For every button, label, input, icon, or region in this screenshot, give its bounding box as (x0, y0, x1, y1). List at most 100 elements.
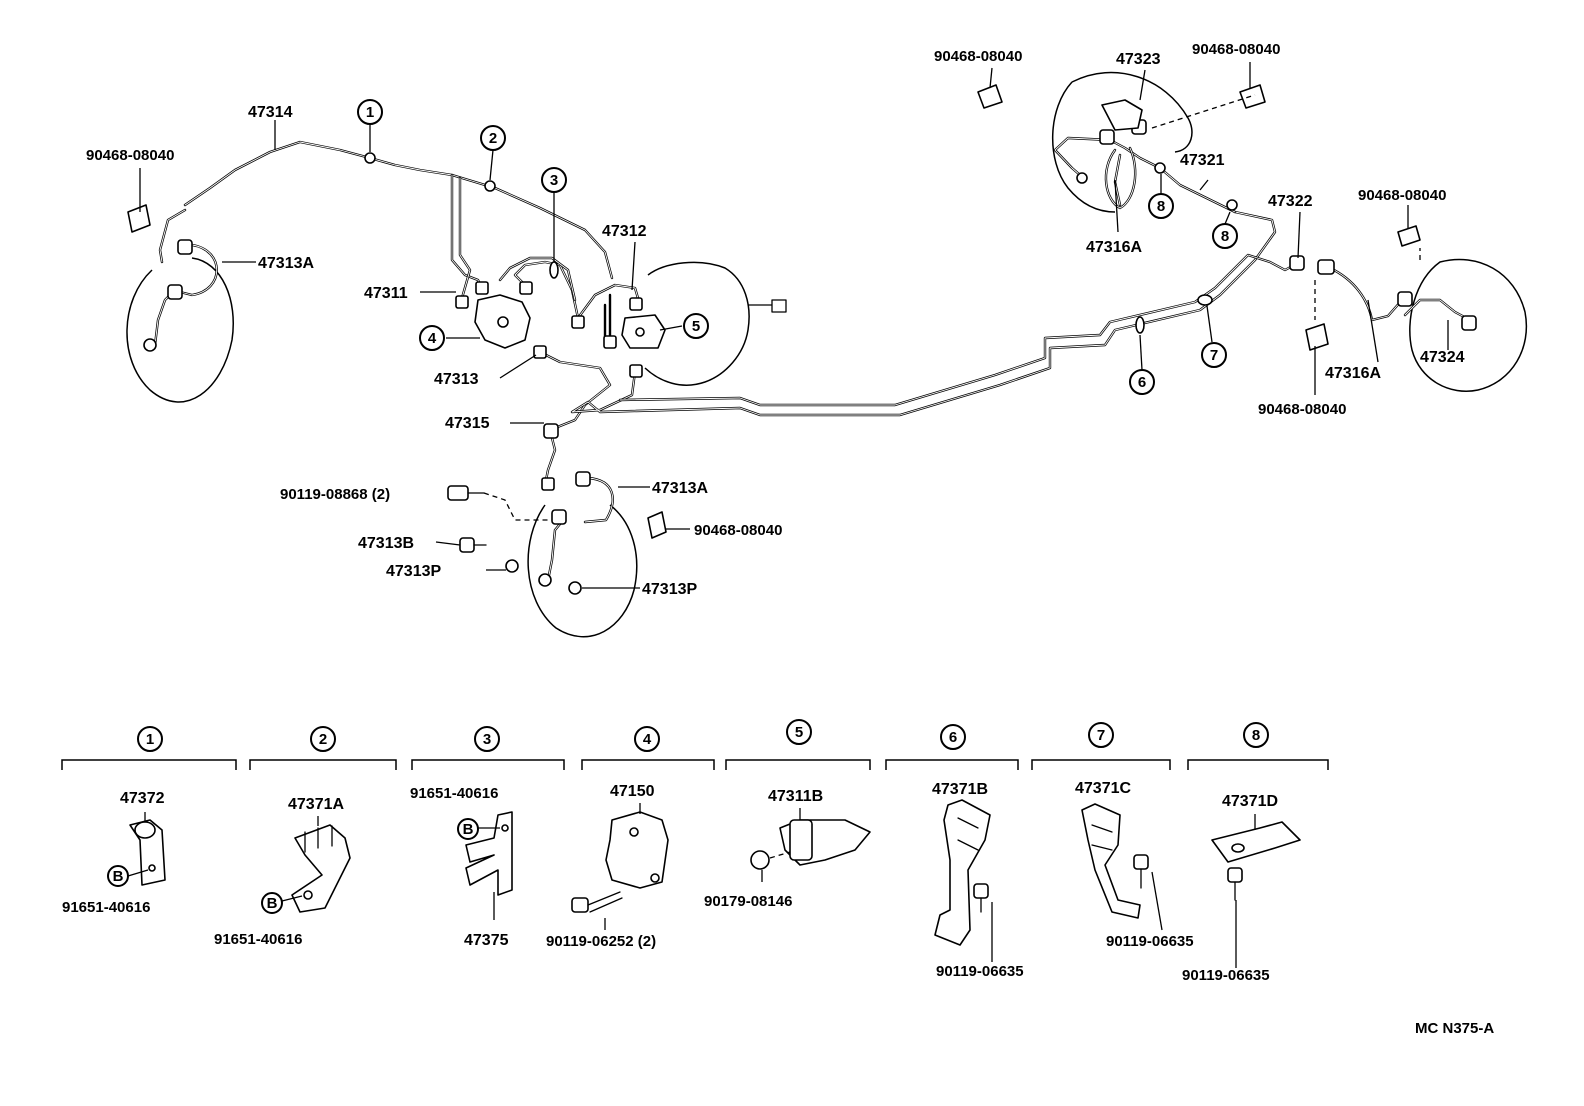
clamp-47371C-icon (1081, 803, 1141, 919)
part-label-47313B: 47313B (358, 535, 414, 552)
detail-label-90119-06252: 90119-06252 (2) (546, 933, 656, 950)
callout-5: 5 (683, 313, 709, 339)
part-label-90468-08040-rr2: 90468-08040 (1258, 401, 1346, 418)
callout-number: 4 (428, 330, 437, 347)
clip-front-right (647, 511, 667, 539)
main-part-labels: 47314 90468-08040 47313A 47311 47313 473… (86, 41, 1465, 598)
part-label-47321: 47321 (1180, 152, 1225, 169)
detail-number-3: 3 (483, 731, 491, 748)
clamp-47371D-icon (1211, 821, 1301, 863)
part-label-47314: 47314 (248, 104, 293, 121)
detail-group-2: 2 47371A B 91651-40616 (214, 726, 351, 948)
part-label-47311: 47311 (364, 285, 408, 302)
part-label-47312: 47312 (602, 223, 647, 240)
callout-number: 5 (692, 318, 700, 335)
detail-group-1: 1 47372 B 91651-40616 (62, 726, 166, 916)
detail-label-47150: 47150 (610, 783, 655, 800)
front-left-brake-outline (126, 257, 234, 403)
callout-number: 1 (366, 104, 374, 121)
detail-brackets (61, 759, 1329, 770)
clip-icons (127, 84, 1421, 539)
detail-label-47371D: 47371D (1222, 793, 1278, 810)
detail-number-4: 4 (643, 731, 652, 748)
clip-rear-top-left (977, 84, 1003, 109)
detail-label-90119-06635-g8: 90119-06635 (1182, 967, 1270, 984)
marker-B-1: B (113, 868, 124, 885)
callout-number: 8 (1221, 228, 1229, 245)
detail-group-3: 3 91651-40616 B 47375 (410, 726, 513, 949)
detail-label-91651-40616-g3: 91651-40616 (410, 785, 498, 802)
detail-group-8: 8 47371D 90119-06635 (1182, 722, 1301, 984)
detail-group-6: 6 47371B 90119-06635 (932, 724, 1024, 980)
detail-number-1: 1 (146, 731, 154, 748)
part-label-47322: 47322 (1268, 193, 1313, 210)
valve-47150-icon (605, 811, 669, 889)
detail-label-90119-06635-g7: 90119-06635 (1106, 933, 1194, 950)
callout-4: 4 (419, 325, 445, 351)
detail-label-91651-40616-g2: 91651-40616 (214, 931, 302, 948)
detail-label-47371A: 47371A (288, 796, 344, 813)
callout-number: 8 (1157, 198, 1165, 215)
master-cylinder-valve (621, 314, 666, 349)
callout-number: 7 (1210, 347, 1218, 364)
part-label-90119-08868: 90119-08868 (2) (280, 486, 390, 503)
part-label-90468-08040-rt2: 90468-08040 (1192, 41, 1280, 58)
part-label-47316A-rr: 47316A (1325, 365, 1381, 382)
callout-7: 7 (1201, 342, 1227, 368)
part-label-47323: 47323 (1116, 51, 1161, 68)
callout-number: 6 (1138, 374, 1146, 391)
clamp-47375-icon (465, 811, 513, 896)
callout-number: 2 (489, 130, 497, 147)
detail-number-2: 2 (319, 731, 327, 748)
clip-front-left (127, 204, 151, 233)
detail-label-47371B: 47371B (932, 781, 988, 798)
marker-B-3: B (463, 821, 474, 838)
detail-label-90179-08146: 90179-08146 (704, 893, 792, 910)
part-label-47313P-r: 47313P (642, 581, 697, 598)
part-label-47313: 47313 (434, 371, 479, 388)
callout-2: 2 (480, 125, 506, 151)
callout-number: 3 (550, 172, 558, 189)
callout-8-b: 8 (1212, 223, 1238, 249)
detail-number-7: 7 (1097, 727, 1105, 744)
proportioning-valve (474, 294, 531, 349)
clip-rear-right-top (1397, 225, 1421, 247)
part-label-47313A-fr: 47313A (652, 480, 708, 497)
front-right-brake-outline (527, 504, 638, 638)
diagram-code: MC N375-A (1415, 1020, 1494, 1037)
part-label-47324: 47324 (1420, 349, 1465, 366)
detail-number-8: 8 (1252, 727, 1260, 744)
fittings (143, 119, 1477, 587)
bracket-47323 (1101, 99, 1143, 131)
part-label-47316A-rl: 47316A (1086, 239, 1142, 256)
detail-label-47371C: 47371C (1075, 780, 1131, 797)
part-label-90468-08040-fl: 90468-08040 (86, 147, 174, 164)
clip-rear-top-right (1239, 84, 1266, 109)
detail-group-4: 4 47150 90119-06252 (2) (546, 726, 669, 950)
tube-joints (364, 152, 1238, 334)
main-tubing (153, 136, 1472, 582)
detail-group-7: 7 47371C 90119-06635 (1075, 722, 1194, 950)
rear-left-drum-outline (1052, 71, 1193, 213)
detail-label-47372: 47372 (120, 790, 165, 807)
rear-right-drum-outline (1409, 258, 1527, 392)
marker-B-2: B (267, 895, 278, 912)
part-label-90468-08040-rr1: 90468-08040 (1358, 187, 1446, 204)
callout-3: 3 (541, 167, 567, 193)
part-label-90468-08040-rt1: 90468-08040 (934, 48, 1022, 65)
detail-label-47375: 47375 (464, 932, 509, 949)
callout-8-a: 8 (1148, 193, 1174, 219)
detail-number-6: 6 (949, 729, 957, 746)
flex-hoses (167, 146, 1413, 525)
detail-group-5: 5 47311B 90179-08146 (704, 719, 871, 910)
clip-rear-right-bottom (1305, 323, 1329, 351)
leader-lines (139, 62, 1449, 589)
guide-dash-47323 (1151, 94, 1256, 129)
detail-label-90119-06635-g6: 90119-06635 (936, 963, 1024, 980)
clamp-47371B-icon (934, 799, 991, 946)
callout-1: 1 (357, 99, 383, 125)
guide-dash-bolt (483, 492, 550, 521)
part-label-47315: 47315 (445, 415, 490, 432)
detail-label-91651-40616-g1: 91651-40616 (62, 899, 150, 916)
